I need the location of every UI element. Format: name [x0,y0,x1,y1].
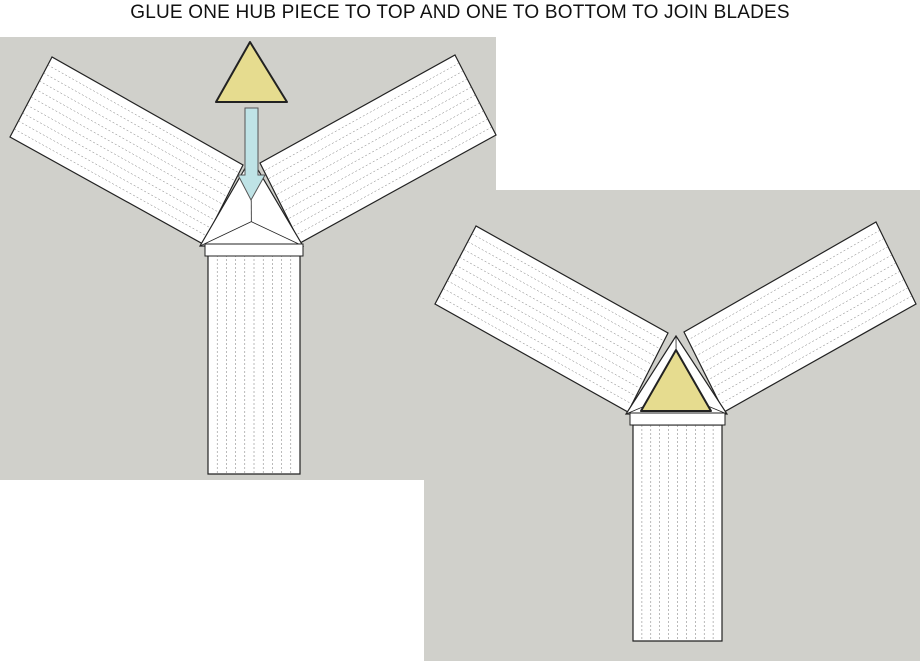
fold-line [35,88,228,197]
fold-line [471,233,665,342]
hub-piece-glued [640,349,712,412]
fold-line [39,80,232,189]
fold-line [703,262,897,373]
fold-line [283,102,480,212]
fold-line [443,288,637,397]
fold-line [711,279,905,389]
hub-crease [199,221,252,247]
fold-line [267,70,464,180]
fold-line [291,118,488,228]
fold-line [447,280,641,389]
fold-line [43,72,236,182]
fold-line [14,128,208,237]
fold-line [26,104,220,213]
figure-before-assembly [9,41,497,475]
fold-line [687,229,881,341]
down-arrow-icon [237,107,266,202]
hub-piece-separate [215,41,288,103]
fold-line [695,246,889,357]
fold-line [47,64,240,174]
bottom-blade [632,424,723,642]
fold-line [22,112,216,221]
fold-line [295,126,493,236]
fold-line [707,270,901,381]
fold-line [18,120,212,229]
bottom-blade [207,254,301,475]
fold-line [719,295,913,405]
fold-line [715,287,909,397]
fold-line [459,256,653,365]
fold-line [699,254,893,365]
fold-line [463,249,657,357]
fold-line [287,110,484,220]
hub-crease [251,221,304,247]
fold-line [275,86,472,196]
hub-base-strip [204,243,304,257]
fold-line [263,62,460,172]
fold-line [30,96,224,205]
fold-line [271,78,468,188]
fold-line [455,264,649,373]
fold-line [279,94,476,204]
instruction-title: GLUE ONE HUB PIECE TO TOP AND ONE TO BOT… [130,2,790,23]
left-blade [9,56,244,245]
fold-line [467,241,661,350]
hub-base-strip [629,412,726,426]
fold-line [451,272,645,381]
fold-line [691,238,885,349]
fold-line [438,295,633,405]
figure-after-assembly [434,221,917,642]
